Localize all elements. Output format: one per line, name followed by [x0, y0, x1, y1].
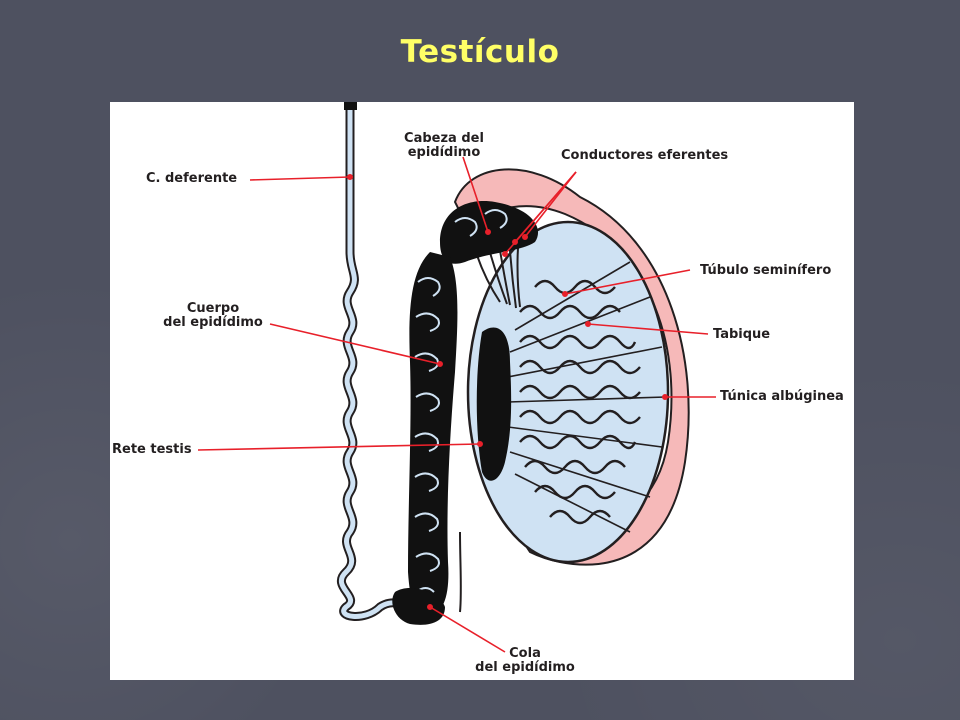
label-cola-epididimo: Cola del epidídimo [460, 647, 590, 675]
label-tabique: Tabique [713, 327, 771, 342]
rete-testis-shape [476, 327, 512, 481]
testis-illustration [197, 102, 716, 653]
label-tunica-albuginea: Túnica albúginea [720, 389, 844, 404]
label-cuerpo-epididimo-line1: Cuerpo [186, 301, 240, 316]
septa [507, 261, 667, 533]
seminiferous-tubules [519, 279, 641, 525]
label-cuerpo-epididimo-line2: del epidídimo [163, 315, 263, 330]
label-cuerpo-epididimo: Cuerpo del epidídimo [160, 302, 266, 330]
label-cola-epididimo-line2: del epidídimo [475, 660, 575, 675]
label-cola-epididimo-line1: Cola [509, 646, 541, 661]
label-cabeza-epididimo-line2: epidídimo [407, 145, 481, 160]
testis-body [466, 220, 670, 564]
label-cabeza-epididimo: Cabeza del epidídimo [394, 132, 494, 160]
label-tubulo-seminifero: Túbulo seminífero [700, 263, 832, 278]
leader-lines [197, 156, 716, 653]
label-c-deferente: C. deferente [146, 171, 238, 186]
label-cabeza-epididimo-line1: Cabeza del [404, 131, 484, 146]
label-conductores-eferentes: Conductores eferentes [561, 148, 729, 163]
epididymis-coils [414, 209, 508, 593]
slide-title: Testículo [400, 34, 560, 70]
vas-deferens-cap [344, 102, 357, 110]
tunica-lower [459, 531, 462, 613]
testis-diagram: C. deferente Cabeza del epidídimo Conduc… [110, 102, 854, 680]
label-rete-testis: Rete testis [112, 442, 192, 457]
epididymis-tail [392, 587, 445, 625]
